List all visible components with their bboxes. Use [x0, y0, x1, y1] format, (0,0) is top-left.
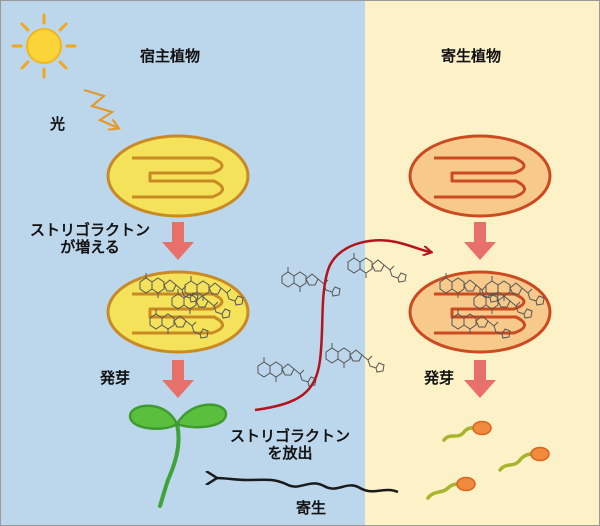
light-label: 光: [50, 115, 66, 133]
host-chloroplast-top: [106, 134, 250, 218]
host-panel-title: 宿主植物: [140, 47, 201, 65]
seedling-icon: [128, 403, 228, 508]
parasite-chloroplast-top: [408, 134, 552, 218]
arrow-down-icon: [162, 222, 496, 398]
parasite-panel-bg: [365, 0, 600, 526]
sl-release-line2: を放出: [267, 444, 313, 462]
host-panel-bg: [0, 0, 365, 526]
germination-label-host: 発芽: [100, 369, 131, 387]
parasite-seed-icon: [426, 420, 550, 500]
parasite-chloroplast-bottom: [408, 270, 552, 354]
release-arrow: [254, 238, 430, 412]
sl-release-label: ストリゴラクトン を放出: [220, 428, 360, 462]
squiggle-arrow-icon: [216, 478, 399, 494]
germination-label-parasite: 発芽: [424, 369, 455, 387]
light-ray-icon: [83, 88, 118, 128]
sl-increase-line2: が増える: [60, 238, 120, 256]
sl-release-line1: ストリゴラクトン: [229, 427, 350, 445]
sun-icon: [11, 13, 77, 79]
parasitism-label: 寄生: [296, 499, 327, 517]
sl-increase-label: ストリゴラクトン が増える: [20, 222, 160, 256]
parasite-panel-title: 寄生植物: [441, 47, 502, 65]
sl-increase-line1: ストリゴラクトン: [29, 221, 150, 239]
host-chloroplast-bottom: [106, 270, 250, 354]
